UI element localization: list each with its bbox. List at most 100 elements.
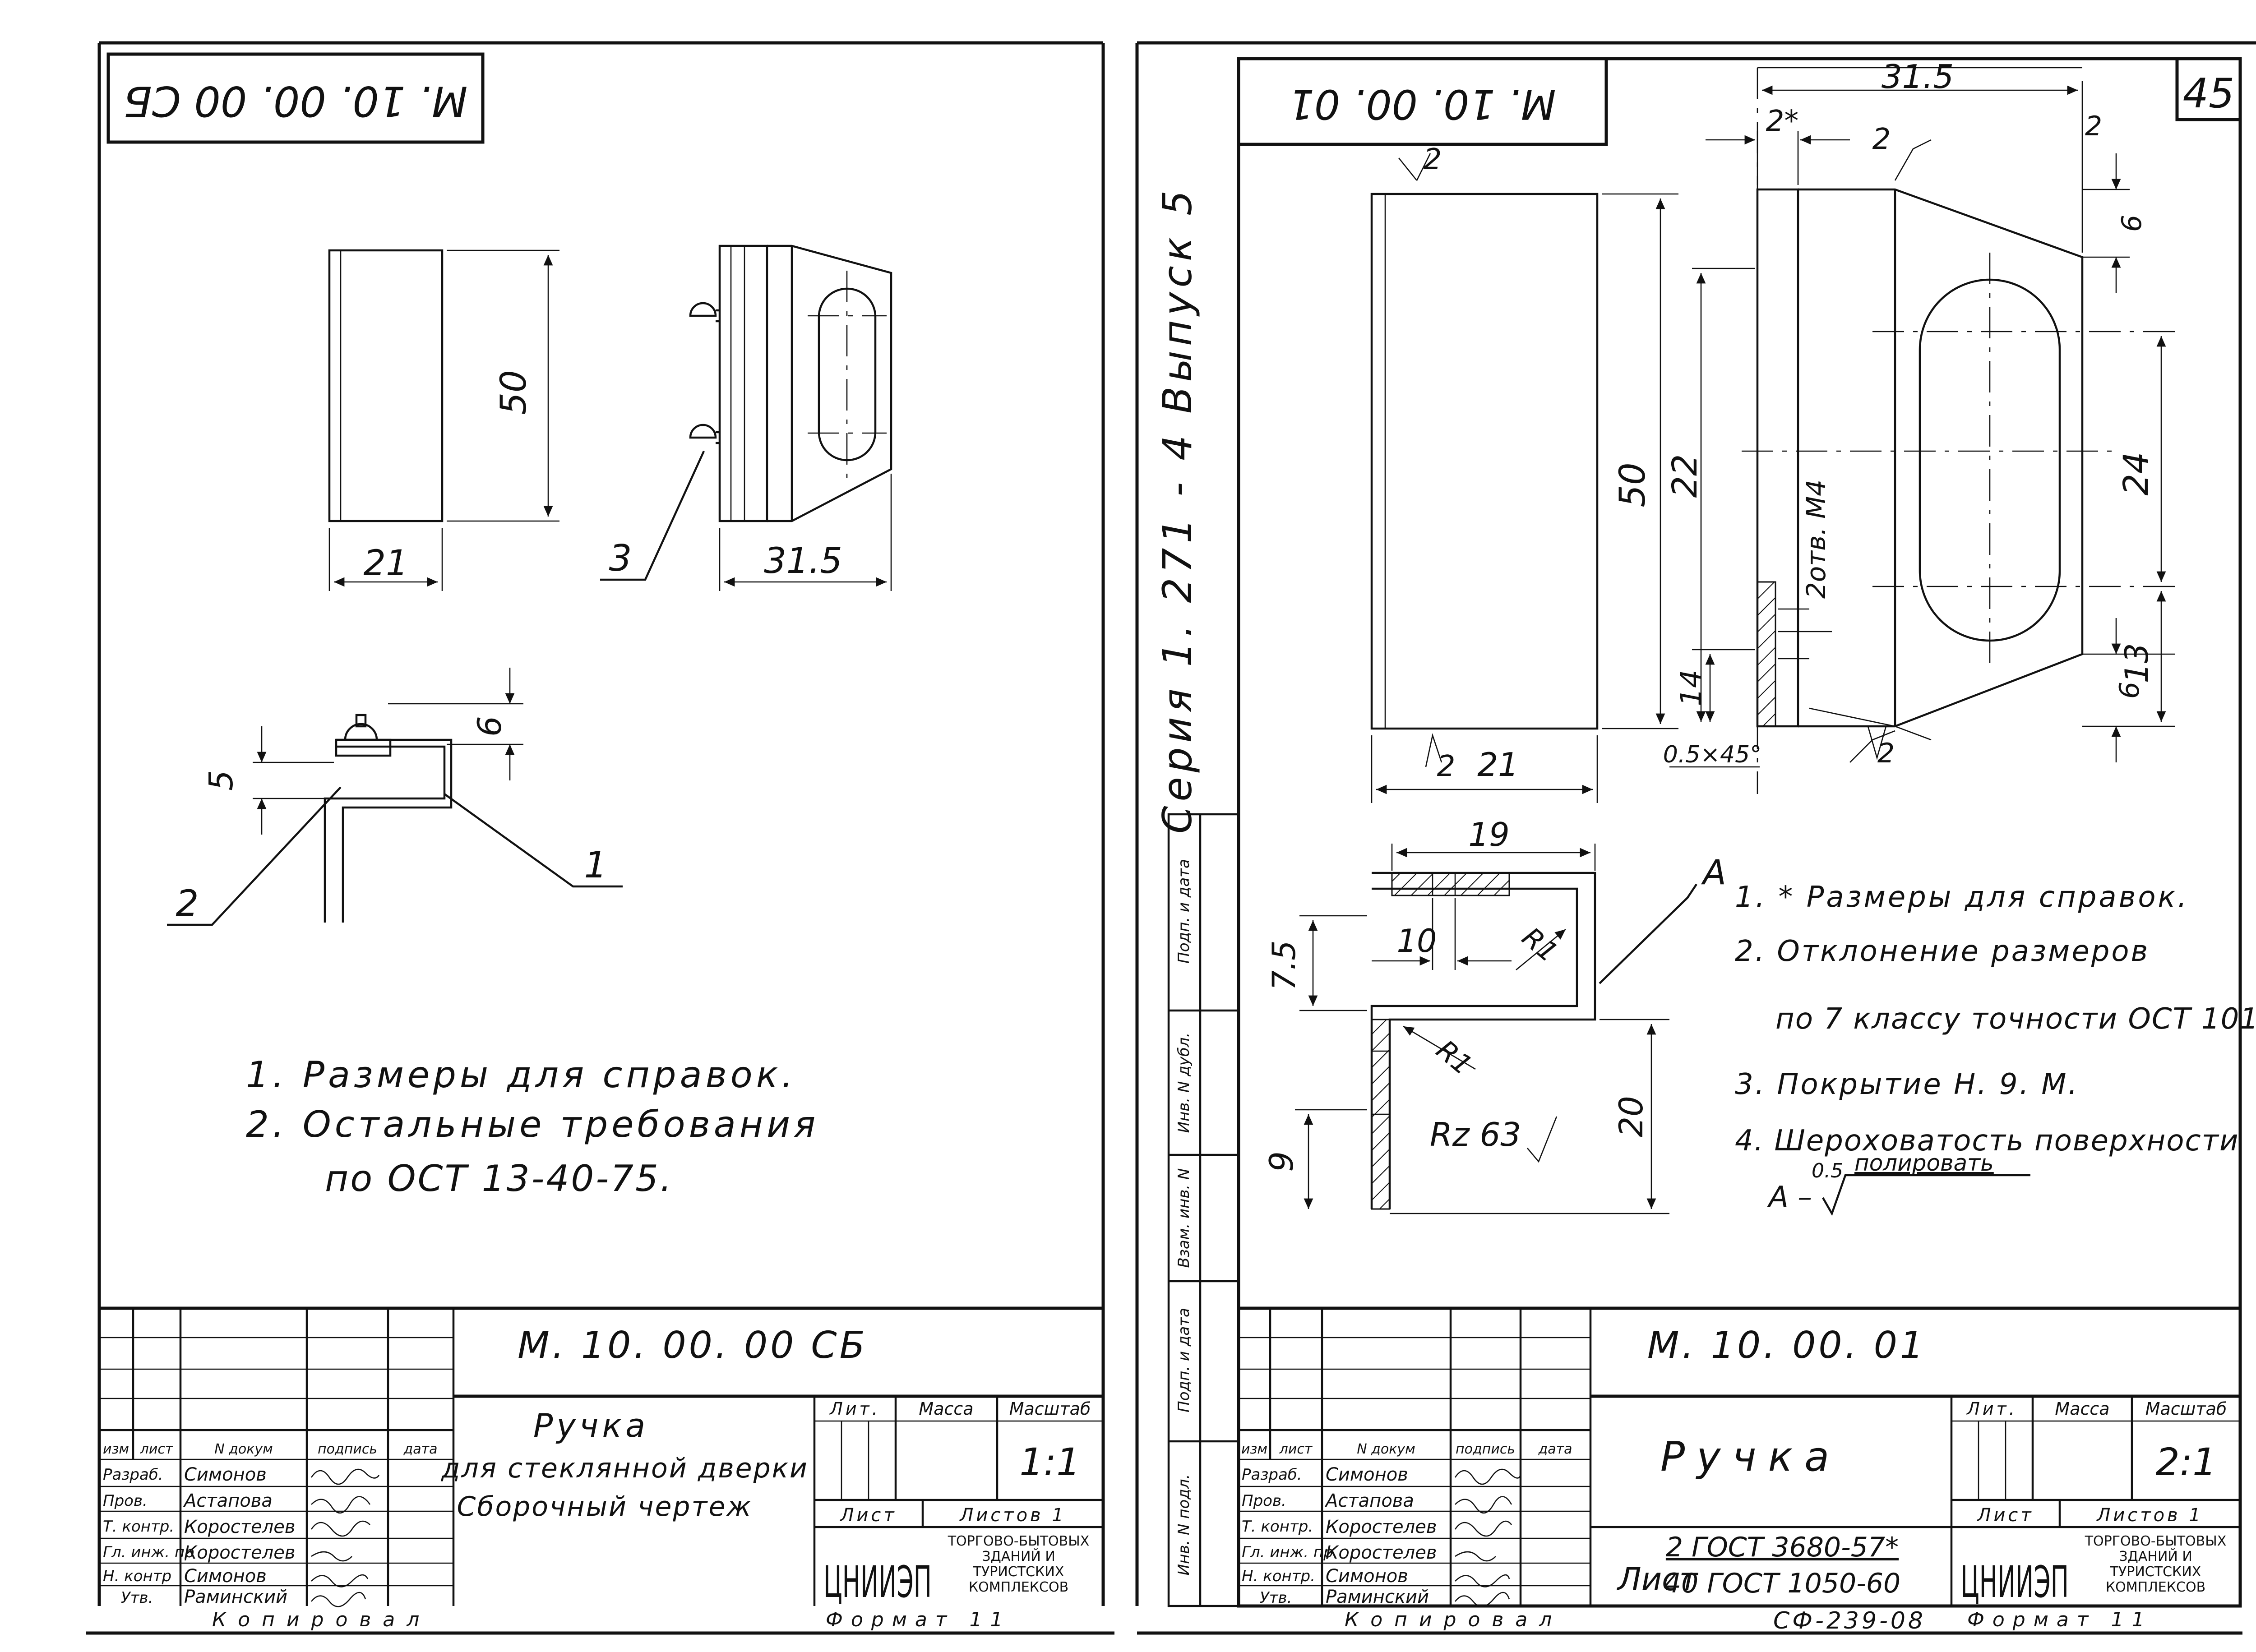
right-dim-21: 21 (1477, 746, 1519, 784)
left-hdr-ndokum: N докум (214, 1441, 273, 1457)
right-note-4: 3. Покрытие Н. 9. М. (1735, 1068, 2079, 1101)
left-dim-width: 21 (363, 543, 408, 584)
left-org-logo: ЦНИИЭП (823, 1557, 932, 1607)
right-material-1: 2 ГОСТ 3680-57* (1666, 1532, 1899, 1563)
left-org-text: торгово-бытовых зданий и туристских комп… (948, 1534, 1090, 1595)
left-tb-names: Симонов Астапова Коростелев Коростелев С… (183, 1464, 295, 1607)
side-stamp-4: Инв. N подл. (1175, 1474, 1193, 1576)
right-org-logo: ЦНИИЭП (1960, 1557, 2069, 1607)
right-role-1: Пров. (1242, 1492, 1286, 1510)
left-copied: Копировал (212, 1608, 431, 1631)
left-name-1: Астапова (183, 1490, 273, 1511)
left-callout-2: 2 (176, 882, 199, 924)
right-material-2: 40 ГОСТ 1050-60 (1664, 1568, 1900, 1599)
right-page-number: 45 (2183, 70, 2235, 117)
right-dim-50: 50 (1613, 462, 1653, 507)
series-label: Серия 1. 271 - 4 Выпуск 5 (1154, 186, 1201, 834)
left-sheet: М. 10. 00. 00 СБ 50 21 (86, 41, 1114, 1635)
right-sheet: 45 М. 10. 00. 01 Серия 1. 271 - 4 Выпуск… (1135, 41, 2256, 1635)
right-view-a: A (1701, 852, 1726, 892)
left-masshtab: Масштаб (1009, 1399, 1091, 1419)
left-hdr-izm: изм (103, 1441, 129, 1457)
right-front-view (1370, 153, 1678, 803)
right-massa: Масса (2055, 1399, 2109, 1419)
left-scale: 1:1 (1019, 1440, 1080, 1484)
left-title-block (99, 1306, 1103, 1606)
left-note-2: 2. Остальные требования (246, 1103, 819, 1145)
left-title-3: Сборочный чертеж (457, 1491, 753, 1523)
right-tb-roles: Разраб. Пров. Т. контр. Гл. инж. пр Н. к… (1242, 1466, 1333, 1607)
right-lit: Лит. (1966, 1399, 2017, 1419)
left-role-3: Гл. инж. пр (103, 1543, 194, 1561)
right-masshtab: Масштаб (2145, 1399, 2227, 1419)
left-callout-3: 3 (609, 537, 632, 579)
left-name-2: Коростелев (184, 1517, 295, 1537)
left-dim-depth: 31.5 (764, 541, 842, 581)
left-signatures (310, 1468, 380, 1607)
side-stamp-0: Подп. и дата (1175, 859, 1193, 964)
left-callout-1: 1 (584, 844, 607, 886)
right-dim-20: 20 (1612, 1096, 1650, 1137)
right-dim-holes: 2отв. М4 (1801, 480, 1831, 599)
right-hdr-ndokum: N докум (1357, 1441, 1415, 1457)
side-stamp-3: Подп. и дата (1175, 1308, 1193, 1412)
right-corner-box (1237, 57, 1608, 146)
right-dim-6b: 6 (2114, 682, 2145, 699)
right-dim-31-5: 31.5 (1882, 58, 1954, 96)
right-sheets: Листов 1 (2096, 1505, 2203, 1526)
right-dim-2a: 2 (1872, 123, 1891, 156)
right-name-1: Астапова (1324, 1490, 1414, 1511)
left-sheet: Лист (839, 1505, 897, 1526)
left-dim-height: 50 (494, 370, 534, 415)
right-signatures (1454, 1468, 1521, 1607)
left-hdr-podp: подпись (318, 1441, 377, 1457)
right-note-3: по 7 классу точности ОСТ 1010. (1775, 1002, 2256, 1036)
right-hdr-izm: изм (1241, 1441, 1267, 1457)
right-tb-names: Симонов Астапова Коростелев Коростелев С… (1324, 1464, 1437, 1607)
side-stamp (1167, 813, 1240, 1607)
right-role-0: Разраб. (1242, 1466, 1302, 1484)
left-role-4: Н. контр (103, 1567, 171, 1585)
right-dim-r1b: R1 (1430, 1034, 1478, 1081)
left-corner-box (106, 52, 485, 144)
left-title-2: для стеклянной дверки (441, 1453, 809, 1484)
right-format: Формат 11 (1967, 1608, 2153, 1631)
right-dim-2star: 2* (1766, 105, 1799, 138)
left-name-5: Раминский (184, 1587, 287, 1607)
left-note-3: по ОСТ 13-40-75. (325, 1158, 673, 1200)
right-role-3: Гл. инж. пр (1242, 1543, 1333, 1561)
left-org-text-box: торгово-бытовых зданий и туристских комп… (948, 1534, 1090, 1595)
right-tb-headers: изм лист N докум подпись дата (1241, 1441, 1572, 1457)
left-front-view (328, 249, 559, 591)
right-polish-note: полировать (1854, 1150, 1994, 1176)
right-dim-2e: 2 (1877, 738, 1895, 769)
right-role-2: Т. контр. (1242, 1518, 1313, 1536)
left-note-1: 1. Размеры для справок. (246, 1054, 796, 1096)
right-dim-22: 22 (1664, 454, 1705, 498)
right-dim-chamfer: 0.5×45° (1663, 741, 1761, 768)
right-note-5: 4. Шероховатость поверхности (1735, 1124, 2239, 1158)
right-sf-code: СФ-239-08 (1773, 1607, 1926, 1634)
left-format: Формат 11 (826, 1608, 1011, 1631)
right-name-0: Симонов (1326, 1464, 1408, 1485)
right-dim-13: 13 (2118, 643, 2155, 683)
right-title: Ручка (1660, 1433, 1841, 1481)
right-dim-14: 14 (1675, 669, 1708, 706)
right-dim-2b: 2 (1424, 143, 1442, 176)
left-side-view (600, 245, 892, 591)
right-dim-19: 19 (1468, 816, 1510, 854)
right-dim-6a: 6 (2116, 215, 2148, 232)
right-role-5: Утв. (1260, 1589, 1292, 1607)
left-sheets: Листов 1 (959, 1505, 1066, 1526)
side-stamp-1: Инв. N дубл. (1175, 1033, 1193, 1133)
right-note-2: 2. Отклонение размеров (1735, 935, 2150, 968)
left-massa: Масса (919, 1399, 973, 1419)
right-sheet: Лист (1976, 1505, 2034, 1526)
left-corner-code: М. 10. 00. 00 СБ (124, 77, 468, 125)
right-frame-inner (1237, 57, 2242, 1608)
right-page-number-box (2175, 57, 2242, 121)
left-hdr-data: дата (403, 1441, 438, 1457)
right-dim-2d: 2 (2085, 111, 2102, 142)
right-role-4: Н. контр. (1242, 1567, 1315, 1585)
